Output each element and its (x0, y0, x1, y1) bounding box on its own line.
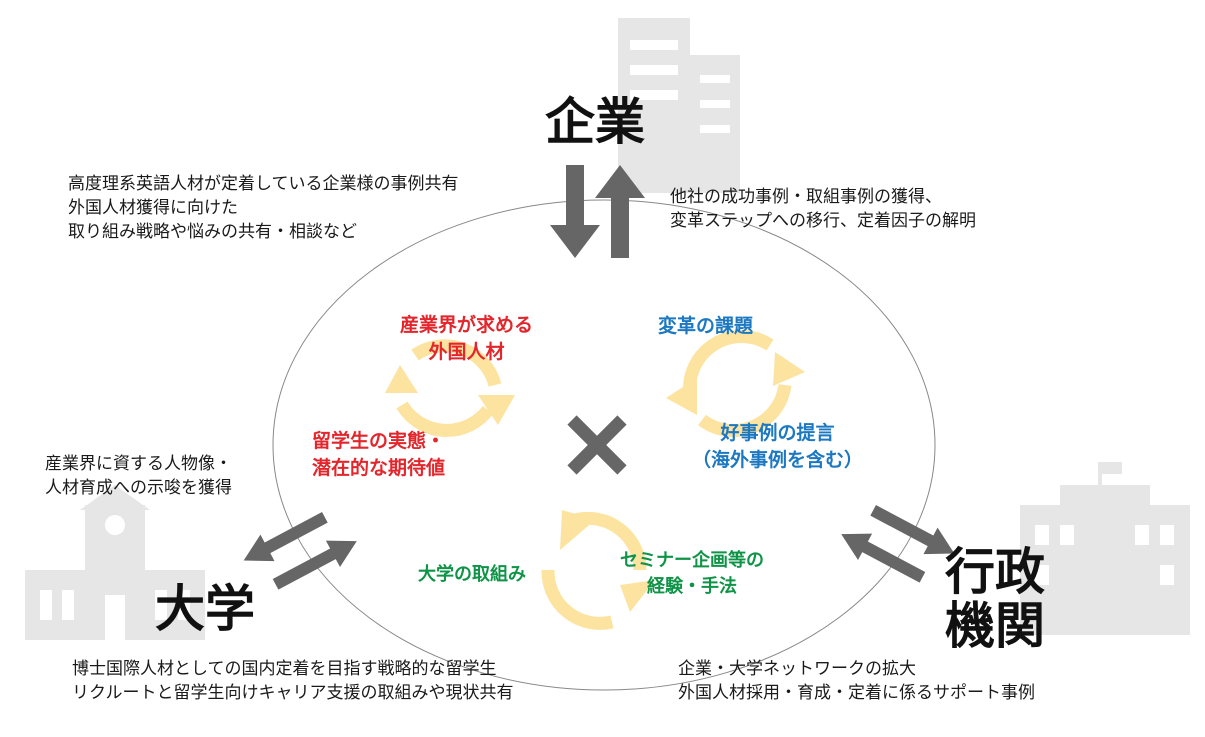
cycle-label: 外国人材 (428, 341, 505, 363)
note-line: 高度理系英語人材が定着している企業様の事例共有 (68, 174, 459, 194)
university-exchange-arrows (243, 502, 357, 599)
note-line: 博士国際人材としての国内定着を目指す戦略的な留学生 (72, 659, 497, 679)
cycle-arrows-reform (683, 330, 792, 438)
note-line: 企業・大学ネットワークの拡大 (678, 659, 916, 679)
cycle-arrows-industry (396, 339, 502, 437)
note-line: 人材育成への示唆を獲得 (45, 478, 232, 498)
collaboration-ellipse (272, 199, 936, 691)
cycle-reform-bottom: 好事例の提言 （海外事例を含む） (692, 420, 863, 474)
cycle-reform-top: 変革の課題 (658, 313, 753, 340)
cross-icon (567, 415, 627, 475)
node-government: 行政 機関 (945, 545, 1045, 653)
note-line: リクルートと留学生向けキャリア支援の取組みや現状共有 (72, 683, 514, 703)
note-line: 変革ステップへの移行、定着因子の解明 (670, 211, 976, 231)
note-company-left: 高度理系英語人材が定着している企業様の事例共有 外国人材獲得に向けた 取り組み戦… (68, 172, 459, 244)
note-government-bottom: 企業・大学ネットワークの拡大 外国人材採用・育成・定着に係るサポート事例 (678, 657, 1035, 705)
office-building-icon (618, 18, 740, 193)
cycle-industry-top: 産業界が求める 外国人材 (400, 312, 533, 366)
cycle-university-left: 大学の取組み (418, 562, 526, 588)
cycle-label: セミナー企画等の (620, 550, 764, 571)
note-line: 外国人材獲得に向けた (68, 198, 238, 218)
university-building-icon (25, 485, 205, 640)
note-company-right: 他社の成功事例・取組事例の獲得、 変革ステップへの移行、定着因子の解明 (670, 185, 976, 233)
note-university-bottom: 博士国際人材としての国内定着を目指す戦略的な留学生 リクルートと留学生向けキャリ… (72, 657, 514, 705)
government-building-icon (1020, 462, 1190, 635)
cycle-label: 産業界が求める (400, 314, 534, 336)
cycle-label: 好事例の提言 (720, 422, 835, 444)
cycle-label: 大学の取組み (418, 564, 526, 585)
note-line: 取り組み戦略や悩みの共有・相談など (68, 222, 357, 242)
node-university: 大学 (155, 579, 255, 638)
cycle-university-right: セミナー企画等の 経験・手法 (620, 548, 764, 600)
cycle-label: 潜在的な期待値 (312, 457, 446, 479)
note-line: 産業界に資する人物像・ (45, 454, 232, 474)
note-line: 外国人材採用・育成・定着に係るサポート事例 (678, 683, 1035, 703)
note-university-top: 産業界に資する人物像・ 人材育成への示唆を獲得 (45, 452, 232, 500)
cycle-label: 経験・手法 (647, 576, 737, 597)
government-exchange-arrows (841, 495, 955, 592)
cycle-industry-bottom: 留学生の実態・ 潜在的な期待値 (312, 428, 445, 482)
company-exchange-arrows (550, 165, 645, 258)
node-government-line2: 機関 (945, 596, 1045, 655)
node-company: 企業 (545, 92, 645, 151)
cycle-label: （海外事例を含む） (692, 449, 864, 471)
node-government-line1: 行政 (945, 542, 1045, 601)
note-line: 他社の成功事例・取組事例の獲得、 (670, 187, 942, 207)
cycle-label: 留学生の実態・ (312, 430, 446, 452)
cycle-label: 変革の課題 (658, 315, 754, 337)
